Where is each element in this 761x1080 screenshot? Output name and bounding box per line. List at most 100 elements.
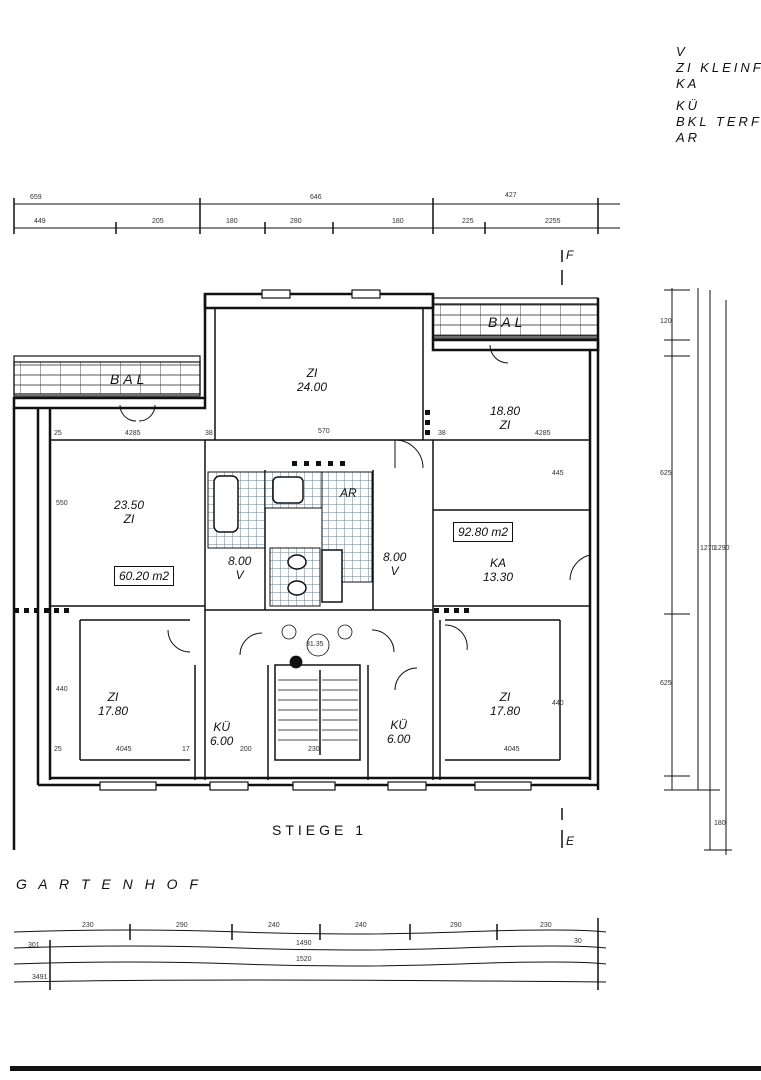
room-ku-left-size: 6.00 — [210, 734, 234, 748]
dim-bot-4: 240 — [355, 922, 367, 929]
door-swings — [119, 344, 591, 691]
inner-walls — [50, 308, 590, 780]
room-ku-right: KÜ 6.00 — [387, 718, 410, 746]
room-zi-br-size: 17.80 — [490, 704, 521, 718]
dim-bot-3: 240 — [268, 922, 280, 929]
legend-zi: ZI KLEINF — [676, 60, 761, 75]
room-v-right-label: V — [390, 564, 399, 578]
dim-bot-1: 230 — [82, 922, 94, 929]
dim-4045-l: 4045 — [116, 746, 132, 753]
room-bal-left: BAL — [110, 371, 149, 387]
legend-bkl: BKL TERF — [676, 114, 761, 129]
stair-treads — [278, 624, 358, 755]
dim-4045-r: 4045 — [504, 746, 520, 753]
dim-550: 550 — [56, 500, 68, 507]
room-zi-right-top-size: 18.80 — [490, 404, 521, 418]
room-zi-top: ZI 24.00 — [297, 366, 327, 394]
stair-number: 31.35 — [306, 641, 324, 648]
right-dimension-lines — [664, 288, 732, 855]
dim-200: 200 — [240, 746, 252, 753]
room-zi-bl-label: ZI — [107, 690, 119, 704]
dim-top-3: 427 — [505, 192, 517, 199]
dim-4285-right: 4285 — [535, 430, 551, 437]
dim-top-r2-3: 180 — [226, 218, 238, 225]
wall-markers — [14, 410, 469, 613]
stiege-label: STIEGE 1 — [272, 822, 368, 838]
legend-ka: KA — [676, 76, 700, 91]
dim-570: 570 — [318, 428, 330, 435]
dim-38: 38 — [205, 430, 213, 437]
room-zi-br-label: ZI — [499, 690, 511, 704]
dim-25: 25 — [54, 430, 62, 437]
dim-bot-1490: 1490 — [296, 940, 312, 947]
dim-230: 230 — [308, 746, 320, 753]
dim-right-4: 1290 — [714, 545, 730, 552]
dim-top-r2-7: 2255 — [545, 218, 561, 225]
fixtures — [213, 475, 343, 603]
room-v-left: 8.00 V — [228, 554, 251, 582]
room-zi-left-size: 23.50 — [114, 498, 145, 512]
windows — [99, 289, 532, 791]
room-ku-right-size: 6.00 — [387, 732, 411, 746]
legend-ar: AR — [676, 130, 701, 145]
room-zi-right-top: 18.80 ZI — [490, 404, 520, 432]
dim-top-1: 659 — [30, 194, 42, 201]
outer-walls — [12, 292, 600, 850]
room-ka-label: KA — [490, 556, 507, 570]
room-zi-right-top-label: ZI — [499, 418, 511, 432]
area-right-unit: 92.80 m2 — [453, 522, 514, 542]
balcony-right — [432, 297, 599, 339]
room-ka-size: 13.30 — [483, 570, 514, 584]
legend-ku: KÜ — [676, 98, 701, 113]
room-zi-top-label: ZI — [306, 366, 318, 380]
dim-17: 17 — [182, 746, 190, 753]
room-ku-left: KÜ 6.00 — [210, 720, 233, 748]
room-v-left-label: V — [235, 568, 244, 582]
room-bal-right: BAL — [488, 314, 527, 330]
room-ar: AR — [340, 486, 357, 500]
dim-top-r2-1: 449 — [34, 218, 46, 225]
room-ka: KA 13.30 — [483, 556, 513, 584]
dim-top-r2-2: 205 — [152, 218, 164, 225]
dim-top-r2-4: 280 — [290, 218, 302, 225]
section-f-label: F — [566, 248, 576, 262]
gartenhof-label: G A R T E N H O F — [16, 876, 202, 892]
room-ku-right-label: KÜ — [390, 718, 408, 732]
section-e-label: E — [566, 834, 577, 848]
dim-38b: 38 — [438, 430, 446, 437]
dim-top-2: 646 — [310, 194, 322, 201]
dim-4285-left: 4285 — [125, 430, 141, 437]
dim-bot-3491: 3491 — [32, 974, 48, 981]
top-dimension-lines — [13, 198, 620, 234]
dim-top-r2-6: 225 — [462, 218, 474, 225]
dim-25b: 25 — [54, 746, 62, 753]
room-zi-left-label: ZI — [123, 512, 135, 526]
dim-bot-2: 290 — [176, 922, 188, 929]
room-zi-br: ZI 17.80 — [490, 690, 520, 718]
dim-right-1: 120 — [660, 318, 672, 325]
dim-right-5: 625 — [660, 680, 672, 687]
dim-right-6: 180 — [714, 820, 726, 827]
room-v-right: 8.00 V — [383, 550, 406, 578]
dim-bot-5: 290 — [450, 922, 462, 929]
dim-440-r: 440 — [552, 700, 564, 707]
area-left-unit: 60.20 m2 — [114, 566, 175, 586]
dim-right-3: 1270 — [700, 545, 716, 552]
dim-right-2: 625 — [660, 470, 672, 477]
page-border — [10, 1066, 761, 1071]
dim-bot-1520: 1520 — [296, 956, 312, 963]
legend-v: V — [676, 44, 688, 59]
dim-bot-6: 230 — [540, 922, 552, 929]
room-ku-left-label: KÜ — [213, 720, 231, 734]
legend: V ZI KLEINF KA KÜ BKL TERF AR — [676, 44, 761, 146]
dim-440-l: 440 — [56, 686, 68, 693]
room-zi-bl: ZI 17.80 — [98, 690, 128, 718]
dim-445: 445 — [552, 470, 564, 477]
room-zi-bl-size: 17.80 — [98, 704, 129, 718]
balcony-left — [13, 355, 201, 397]
bottom-dimension-lines — [13, 918, 607, 990]
dim-top-r2-5: 180 — [392, 218, 404, 225]
room-zi-top-size: 24.00 — [297, 380, 328, 394]
room-zi-left: 23.50 ZI — [114, 498, 144, 526]
